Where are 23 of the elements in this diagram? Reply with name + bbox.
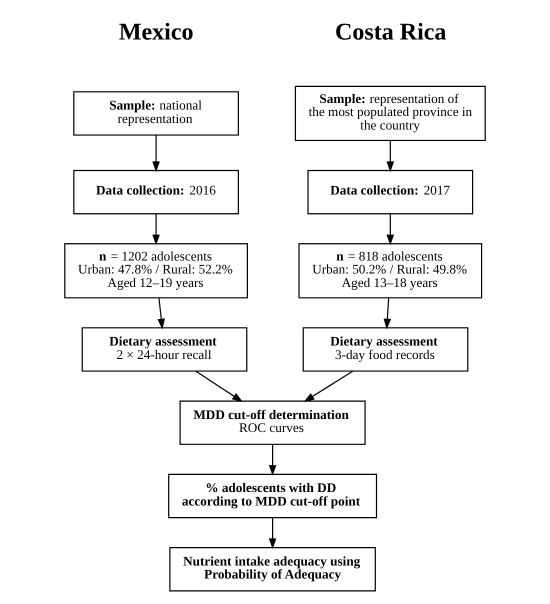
node-box: n = 818 adolescents Urban: 50.2% / Rural: 49.8% Aged 13–18 years xyxy=(298,243,482,298)
arrow xyxy=(268,444,276,476)
node-box: Sample: representation of the most populated province in the country xyxy=(294,86,486,142)
node-box: Nutrient intake adequacy using Probability of Adequacy xyxy=(169,547,376,592)
arrow xyxy=(384,298,392,330)
node-box: Dietary assessment 3-day food records xyxy=(302,327,468,372)
node-box: Sample: national representation xyxy=(73,91,239,136)
node-box: Data collection: 2017 xyxy=(307,170,474,214)
node-box: % adolescents with DD according to MDD cut-off point xyxy=(168,474,378,518)
arrow xyxy=(157,298,166,330)
node-box: Dietary assessment 2 × 24-hour recall xyxy=(82,327,248,372)
arrow xyxy=(268,518,276,550)
label: Mexico xyxy=(118,20,194,46)
arrow xyxy=(152,135,160,172)
arrow xyxy=(386,140,394,172)
node-box: n = 1202 adolescents Urban: 47.8% / Rural: 52.2% Aged 12–19 years xyxy=(64,243,248,298)
arrow xyxy=(386,214,394,246)
node-box: Data collection: 2016 xyxy=(73,170,239,214)
label: Costa Rica xyxy=(335,20,446,46)
node-box: MDD cut-off determination ROC curves xyxy=(180,400,366,445)
arrow xyxy=(195,370,243,402)
arrow xyxy=(152,214,160,246)
arrow xyxy=(304,370,354,402)
